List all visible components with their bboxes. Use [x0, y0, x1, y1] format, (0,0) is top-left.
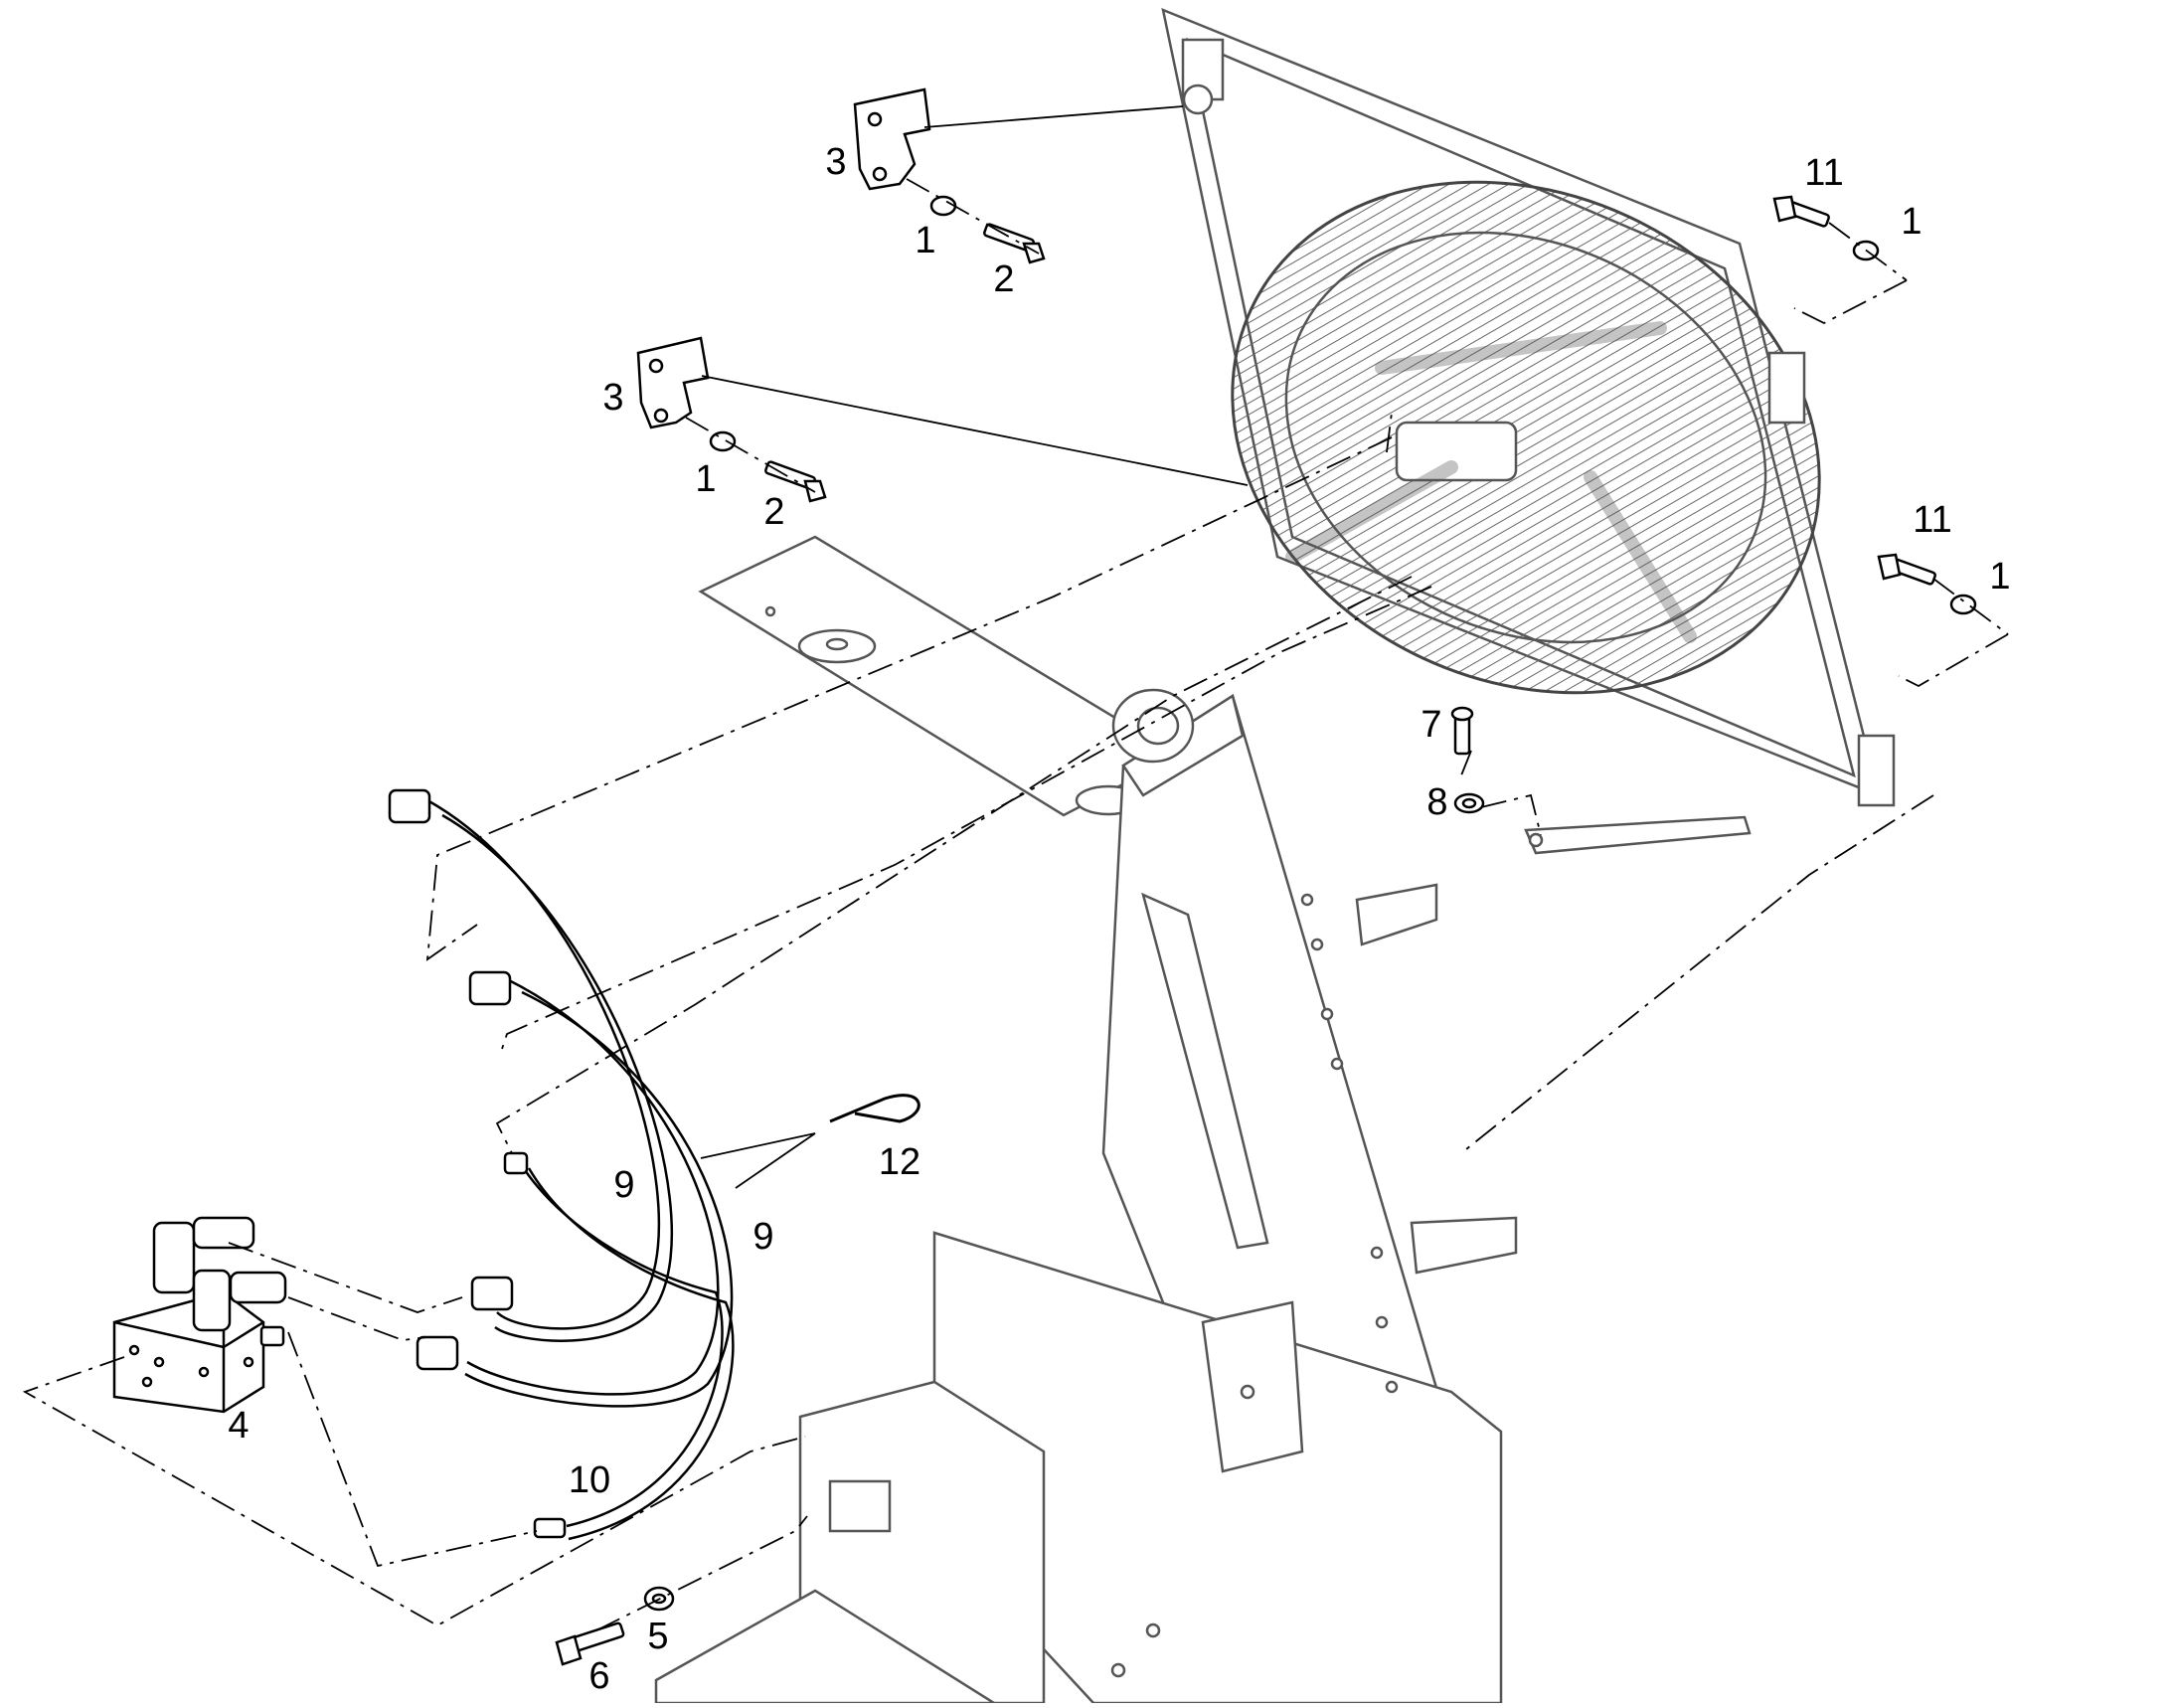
callout-3-lower: 3	[602, 377, 624, 419]
callout-7: 7	[1421, 704, 1442, 746]
callout-3-upper: 3	[825, 141, 847, 183]
callout-1-upper: 1	[915, 220, 936, 261]
bracket-3-upper	[853, 87, 1046, 264]
screw-7-washer-8	[1450, 706, 1485, 814]
callout-11-lower: 11	[1913, 499, 1952, 541]
bracket-3-lower	[636, 336, 827, 503]
callout-12: 12	[878, 1141, 921, 1183]
callout-4: 4	[228, 1405, 250, 1447]
callout-2-upper: 2	[993, 258, 1015, 300]
callout-1-right-upper: 1	[1901, 201, 1922, 243]
callout-1-lower: 1	[695, 458, 717, 500]
bolt-11-upper	[1772, 195, 1880, 261]
hoses	[388, 788, 735, 1541]
mounting-plate	[698, 535, 1181, 817]
radiator-fan-assembly	[1161, 7, 1896, 807]
cable-tie-12	[829, 1094, 920, 1123]
callout-8: 8	[1426, 781, 1448, 823]
callout-9-left: 9	[613, 1164, 635, 1206]
leader-lines	[700, 105, 1249, 1189]
callout-6: 6	[588, 1655, 610, 1697]
bolt-11-lower	[1877, 553, 1977, 615]
valve-block-4	[112, 1216, 287, 1414]
callout-10: 10	[568, 1459, 611, 1501]
support-bracket	[1524, 815, 1752, 855]
callout-5: 5	[647, 1616, 669, 1657]
callout-9-right: 9	[752, 1216, 774, 1258]
callout-1-right-lower: 1	[1989, 556, 2011, 598]
machine-frame	[654, 688, 1518, 1705]
assembly-lines	[22, 178, 2009, 1631]
callout-2-lower: 2	[763, 491, 785, 533]
callout-11-upper: 11	[1804, 152, 1844, 194]
